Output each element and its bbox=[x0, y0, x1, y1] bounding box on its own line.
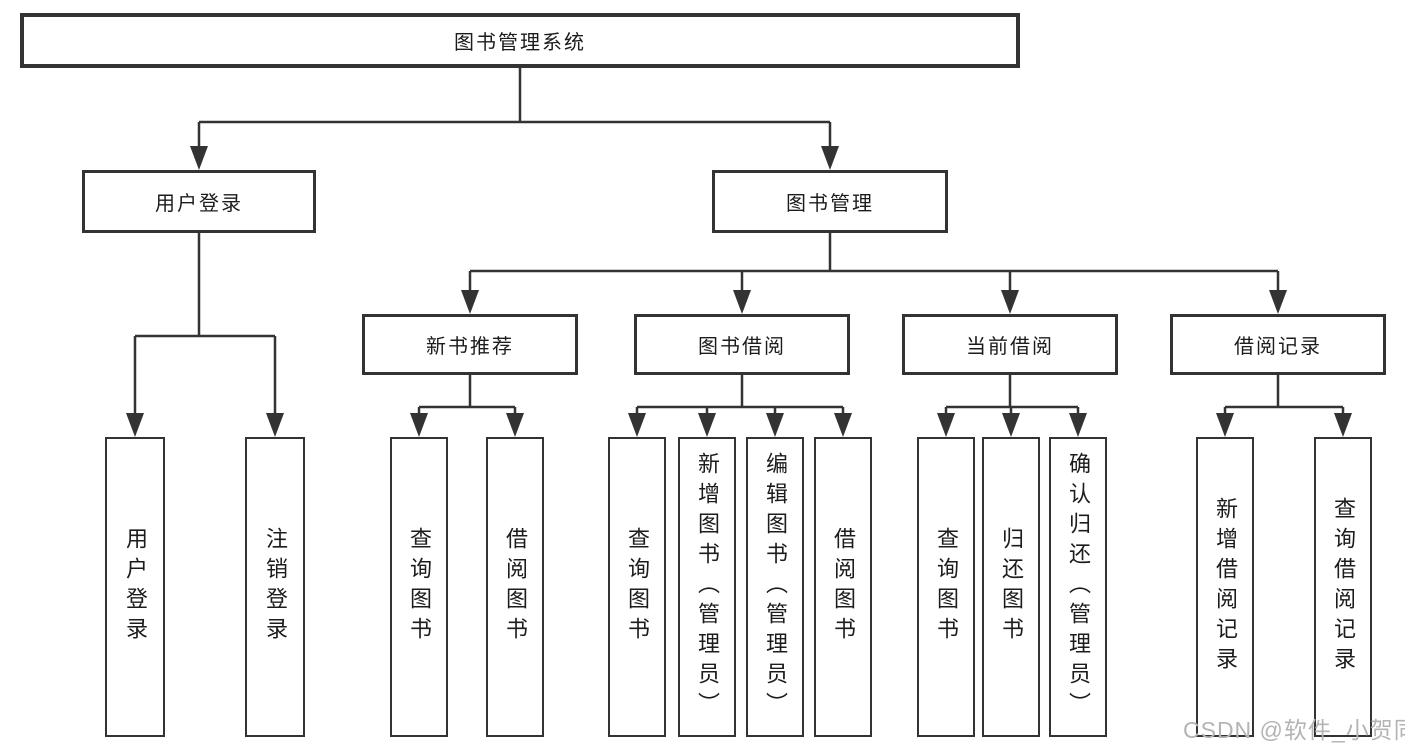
leaf-borrow-borrow-books: 借阅图书 bbox=[814, 437, 872, 737]
node-current-borrow: 当前借阅 bbox=[902, 314, 1118, 375]
node-book-management: 图书管理 bbox=[712, 170, 948, 233]
leaf-records-add-record-label: 新增借阅记录 bbox=[1213, 497, 1238, 677]
leaf-borrow-query-books: 查询图书 bbox=[608, 437, 666, 737]
leaf-borrow-edit-books-admin-label: 编辑图书（管理员） bbox=[763, 452, 788, 722]
leaf-borrow-query-books-label: 查询图书 bbox=[625, 527, 650, 647]
csdn-watermark: CSDN @软件_小贺同学 bbox=[1183, 717, 1405, 743]
leaf-newbook-query-books-label: 查询图书 bbox=[407, 527, 432, 647]
leaf-records-query-record: 查询借阅记录 bbox=[1314, 437, 1372, 737]
connector-current-borrow-branch bbox=[944, 375, 1080, 415]
node-user-login-label: 用户登录 bbox=[155, 193, 243, 215]
leaf-user-login: 用户登录 bbox=[105, 437, 165, 737]
leaf-logout: 注销登录 bbox=[245, 437, 305, 737]
node-root-label: 图书管理系统 bbox=[454, 32, 586, 54]
leaf-newbook-borrow-books-label: 借阅图书 bbox=[503, 527, 528, 647]
node-book-management-label: 图书管理 bbox=[786, 193, 874, 215]
node-new-book-recommend-label: 新书推荐 bbox=[426, 336, 514, 358]
leaf-newbook-query-books: 查询图书 bbox=[390, 437, 448, 737]
leaf-records-query-record-label: 查询借阅记录 bbox=[1331, 497, 1356, 677]
leaf-current-confirm-return-admin: 确认归还（管理员） bbox=[1049, 437, 1107, 737]
leaf-current-query-books-label: 查询图书 bbox=[934, 527, 959, 647]
node-borrow-records-label: 借阅记录 bbox=[1234, 336, 1322, 358]
node-book-borrow-label: 图书借阅 bbox=[698, 336, 786, 358]
node-user-login: 用户登录 bbox=[82, 170, 316, 233]
connector-book-borrow-branch bbox=[635, 375, 845, 415]
leaf-borrow-add-books-admin: 新增图书（管理员） bbox=[678, 437, 736, 737]
connector-root-branch bbox=[197, 68, 832, 148]
node-root: 图书管理系统 bbox=[20, 13, 1020, 68]
leaf-current-query-books: 查询图书 bbox=[917, 437, 975, 737]
leaf-borrow-borrow-books-label: 借阅图书 bbox=[831, 527, 856, 647]
node-book-borrow: 图书借阅 bbox=[634, 314, 850, 375]
leaf-borrow-edit-books-admin: 编辑图书（管理员） bbox=[746, 437, 804, 737]
leaf-newbook-borrow-books: 借阅图书 bbox=[486, 437, 544, 737]
node-current-borrow-label: 当前借阅 bbox=[966, 336, 1054, 358]
node-new-book-recommend: 新书推荐 bbox=[362, 314, 578, 375]
leaf-current-return-books-label: 归还图书 bbox=[999, 527, 1024, 647]
connector-borrow-records-branch bbox=[1223, 375, 1345, 415]
connector-book-management-branch bbox=[468, 233, 1280, 292]
leaf-records-add-record: 新增借阅记录 bbox=[1196, 437, 1254, 737]
leaf-current-return-books: 归还图书 bbox=[982, 437, 1040, 737]
leaf-user-login-label: 用户登录 bbox=[123, 527, 148, 647]
leaf-current-confirm-return-admin-label: 确认归还（管理员） bbox=[1066, 452, 1091, 722]
leaf-borrow-add-books-admin-label: 新增图书（管理员） bbox=[695, 452, 720, 722]
connector-user-login-branch bbox=[133, 233, 277, 415]
arrowheads bbox=[126, 146, 1352, 437]
leaf-logout-label: 注销登录 bbox=[263, 527, 288, 647]
node-borrow-records: 借阅记录 bbox=[1170, 314, 1386, 375]
connector-new-book-branch bbox=[417, 375, 517, 415]
